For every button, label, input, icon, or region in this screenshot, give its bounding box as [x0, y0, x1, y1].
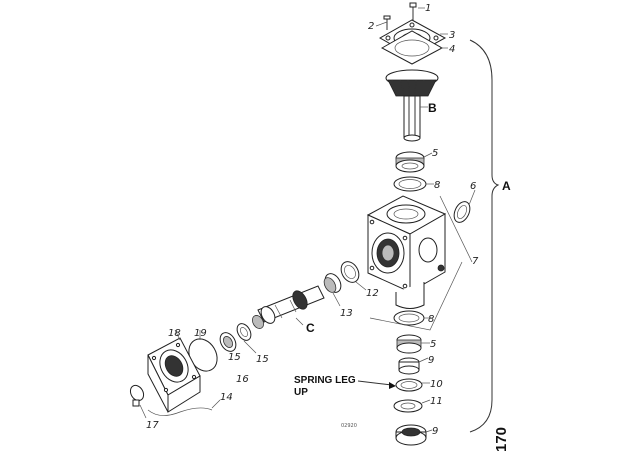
callout-5-lower: 5	[430, 339, 436, 350]
assembly-a-label: A	[502, 179, 511, 193]
callout-10: 10	[430, 379, 443, 390]
spring-leg-line2: UP	[294, 387, 308, 398]
callout-9-upper: 9	[428, 355, 434, 366]
spring-leg-note: SPRING LEG UP	[294, 375, 356, 398]
callout-5: 5	[432, 148, 438, 159]
callout-7: 7	[472, 256, 479, 267]
leader-lines	[139, 7, 500, 433]
input-shaft-c	[252, 261, 360, 329]
callout-1: 1	[425, 3, 431, 14]
callout-15-left: 15	[228, 352, 241, 363]
bevel-gear-shaft-b	[385, 69, 439, 142]
spring-leg-line1: SPRING LEG	[294, 375, 356, 386]
part-callouts: 1 2 3 4 5 8 6 7 8 5 9 10 11 9 12 13 15 1…	[146, 3, 479, 437]
callout-2: 2	[368, 21, 374, 32]
callout-15-right: 15	[256, 354, 269, 365]
assembly-c-label: C	[306, 321, 315, 335]
callout-14: 14	[220, 392, 233, 403]
upper-bearing-group	[393, 151, 427, 192]
callout-8-top: 8	[434, 180, 440, 191]
callout-12: 12	[366, 288, 379, 299]
callout-9-lower: 9	[432, 426, 438, 437]
lower-parts-stack	[393, 310, 427, 446]
callout-16: 16	[236, 374, 249, 385]
callout-11: 11	[430, 396, 443, 407]
callout-19: 19	[194, 328, 207, 339]
page-number: 170	[493, 427, 510, 452]
callout-8-bottom: 8	[428, 314, 434, 325]
top-cover-group	[378, 2, 447, 65]
side-seal	[453, 201, 471, 223]
callout-3: 3	[449, 30, 455, 41]
callout-6: 6	[470, 181, 476, 192]
flange-end-cap	[129, 323, 252, 416]
callout-4: 4	[449, 44, 455, 55]
callout-18: 18	[168, 328, 181, 339]
gearbox-housing	[366, 195, 447, 309]
assembly-labels: B A C	[306, 101, 511, 335]
callout-17: 17	[146, 420, 159, 431]
assembly-b-label: B	[428, 101, 437, 115]
callout-13: 13	[340, 308, 353, 319]
drawing-code: 02920	[341, 423, 357, 429]
